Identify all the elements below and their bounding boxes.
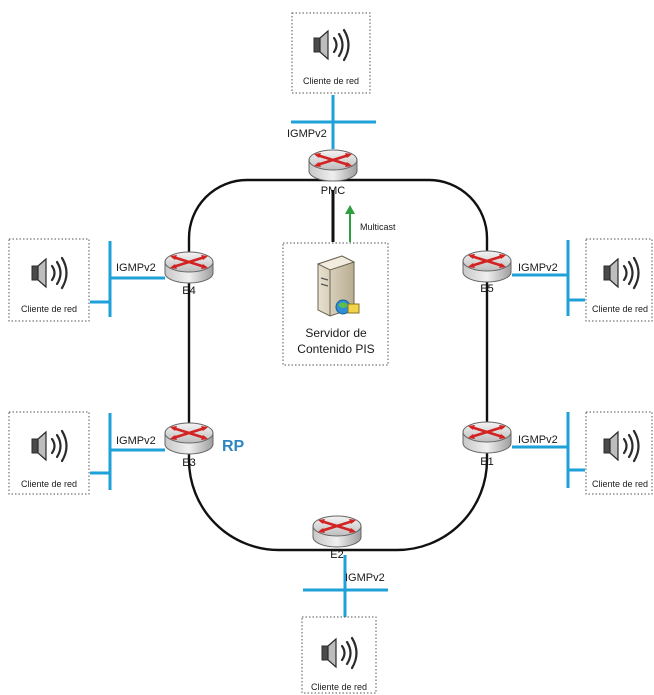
- client-label: Cliente de red: [21, 479, 77, 489]
- router-e1: E1: [461, 420, 513, 468]
- client-label: Cliente de red: [21, 304, 77, 314]
- client-top: Cliente de red: [291, 12, 371, 94]
- router-e5: E5: [461, 249, 513, 295]
- server-label-line2: Contenido PIS: [297, 342, 374, 356]
- multicast-arrow: [345, 205, 355, 242]
- router-e2: E2: [311, 514, 363, 561]
- router-label: E5: [480, 283, 493, 295]
- router-icon: [307, 148, 359, 183]
- multicast-label: Multicast: [360, 222, 396, 232]
- igmp-label-e4: IGMPv2: [116, 262, 156, 274]
- client-e5: Cliente de red: [585, 238, 653, 322]
- igmp-label-e3: IGMPv2: [116, 435, 156, 447]
- router-label: E1: [480, 456, 493, 468]
- igmp-label-top: IGMPv2: [287, 128, 327, 140]
- igmp-label-bottom: IGMPv2: [345, 572, 385, 584]
- client-label: Cliente de red: [592, 304, 648, 314]
- router-icon: [311, 514, 363, 549]
- igmp-label-e5: IGMPv2: [518, 262, 558, 274]
- server-icon: [316, 255, 360, 317]
- client-label: Cliente de red: [303, 76, 359, 86]
- ring-link: [187, 178, 489, 552]
- router-icon: [461, 249, 513, 284]
- client-e3: Cliente de red: [8, 411, 90, 495]
- router-e4: E4: [163, 250, 215, 297]
- client-e1: Cliente de red: [585, 411, 653, 495]
- content-server: Servidor de Contenido PIS: [282, 242, 389, 366]
- router-e3: E3: [163, 421, 215, 469]
- rp-label: RP: [222, 438, 245, 455]
- router-label: PMC: [321, 185, 346, 197]
- router-icon: [163, 250, 215, 285]
- router-pmc: PMC: [307, 148, 359, 197]
- router-icon: [461, 420, 513, 455]
- client-e4: Cliente de red: [8, 238, 90, 322]
- router-label: E4: [182, 285, 195, 297]
- client-label: Cliente de red: [592, 479, 648, 489]
- router-label: E2: [330, 549, 343, 561]
- client-label: Cliente de red: [311, 682, 367, 692]
- server-label-line1: Servidor de: [305, 326, 367, 340]
- router-label: E3: [182, 457, 195, 469]
- igmp-label-e1: IGMPv2: [518, 434, 558, 446]
- client-bottom: Cliente de red: [301, 616, 377, 694]
- router-icon: [163, 421, 215, 456]
